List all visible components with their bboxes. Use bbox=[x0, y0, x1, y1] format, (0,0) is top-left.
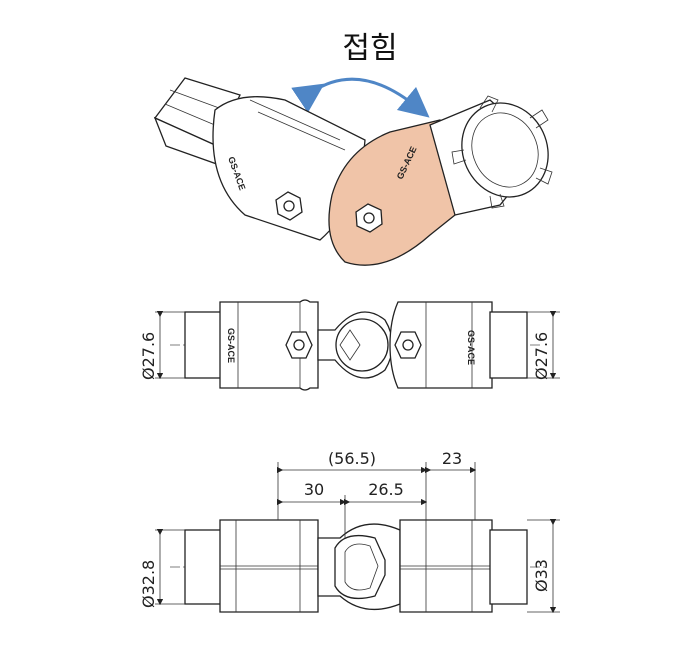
folding-title: 접힘 bbox=[342, 31, 397, 66]
top-view: GS-ACE GS-ACE Ø27.6 Ø27.6 bbox=[139, 299, 560, 391]
dim-overall: (56.5) bbox=[328, 449, 376, 468]
dim-side-left-diameter: Ø32.8 bbox=[139, 560, 158, 608]
isometric-joint-view: GS-ACE GS-ACE bbox=[153, 77, 553, 266]
rotation-arrow bbox=[291, 77, 430, 118]
brand-label-top-left: GS-ACE bbox=[226, 328, 236, 363]
dim-right-length: 23 bbox=[442, 449, 462, 468]
dim-side-right-diameter: Ø33 bbox=[532, 559, 551, 592]
brand-label-top-right: GS-ACE bbox=[466, 330, 476, 365]
dim-top-right-diameter: Ø27.6 bbox=[532, 332, 551, 380]
side-view: (56.5) 23 30 26.5 Ø32.8 Ø33 bbox=[139, 449, 560, 614]
dim-top-left-diameter: Ø27.6 bbox=[139, 332, 158, 380]
dim-segment-a: 30 bbox=[304, 480, 324, 499]
dim-segment-b: 26.5 bbox=[368, 480, 404, 499]
